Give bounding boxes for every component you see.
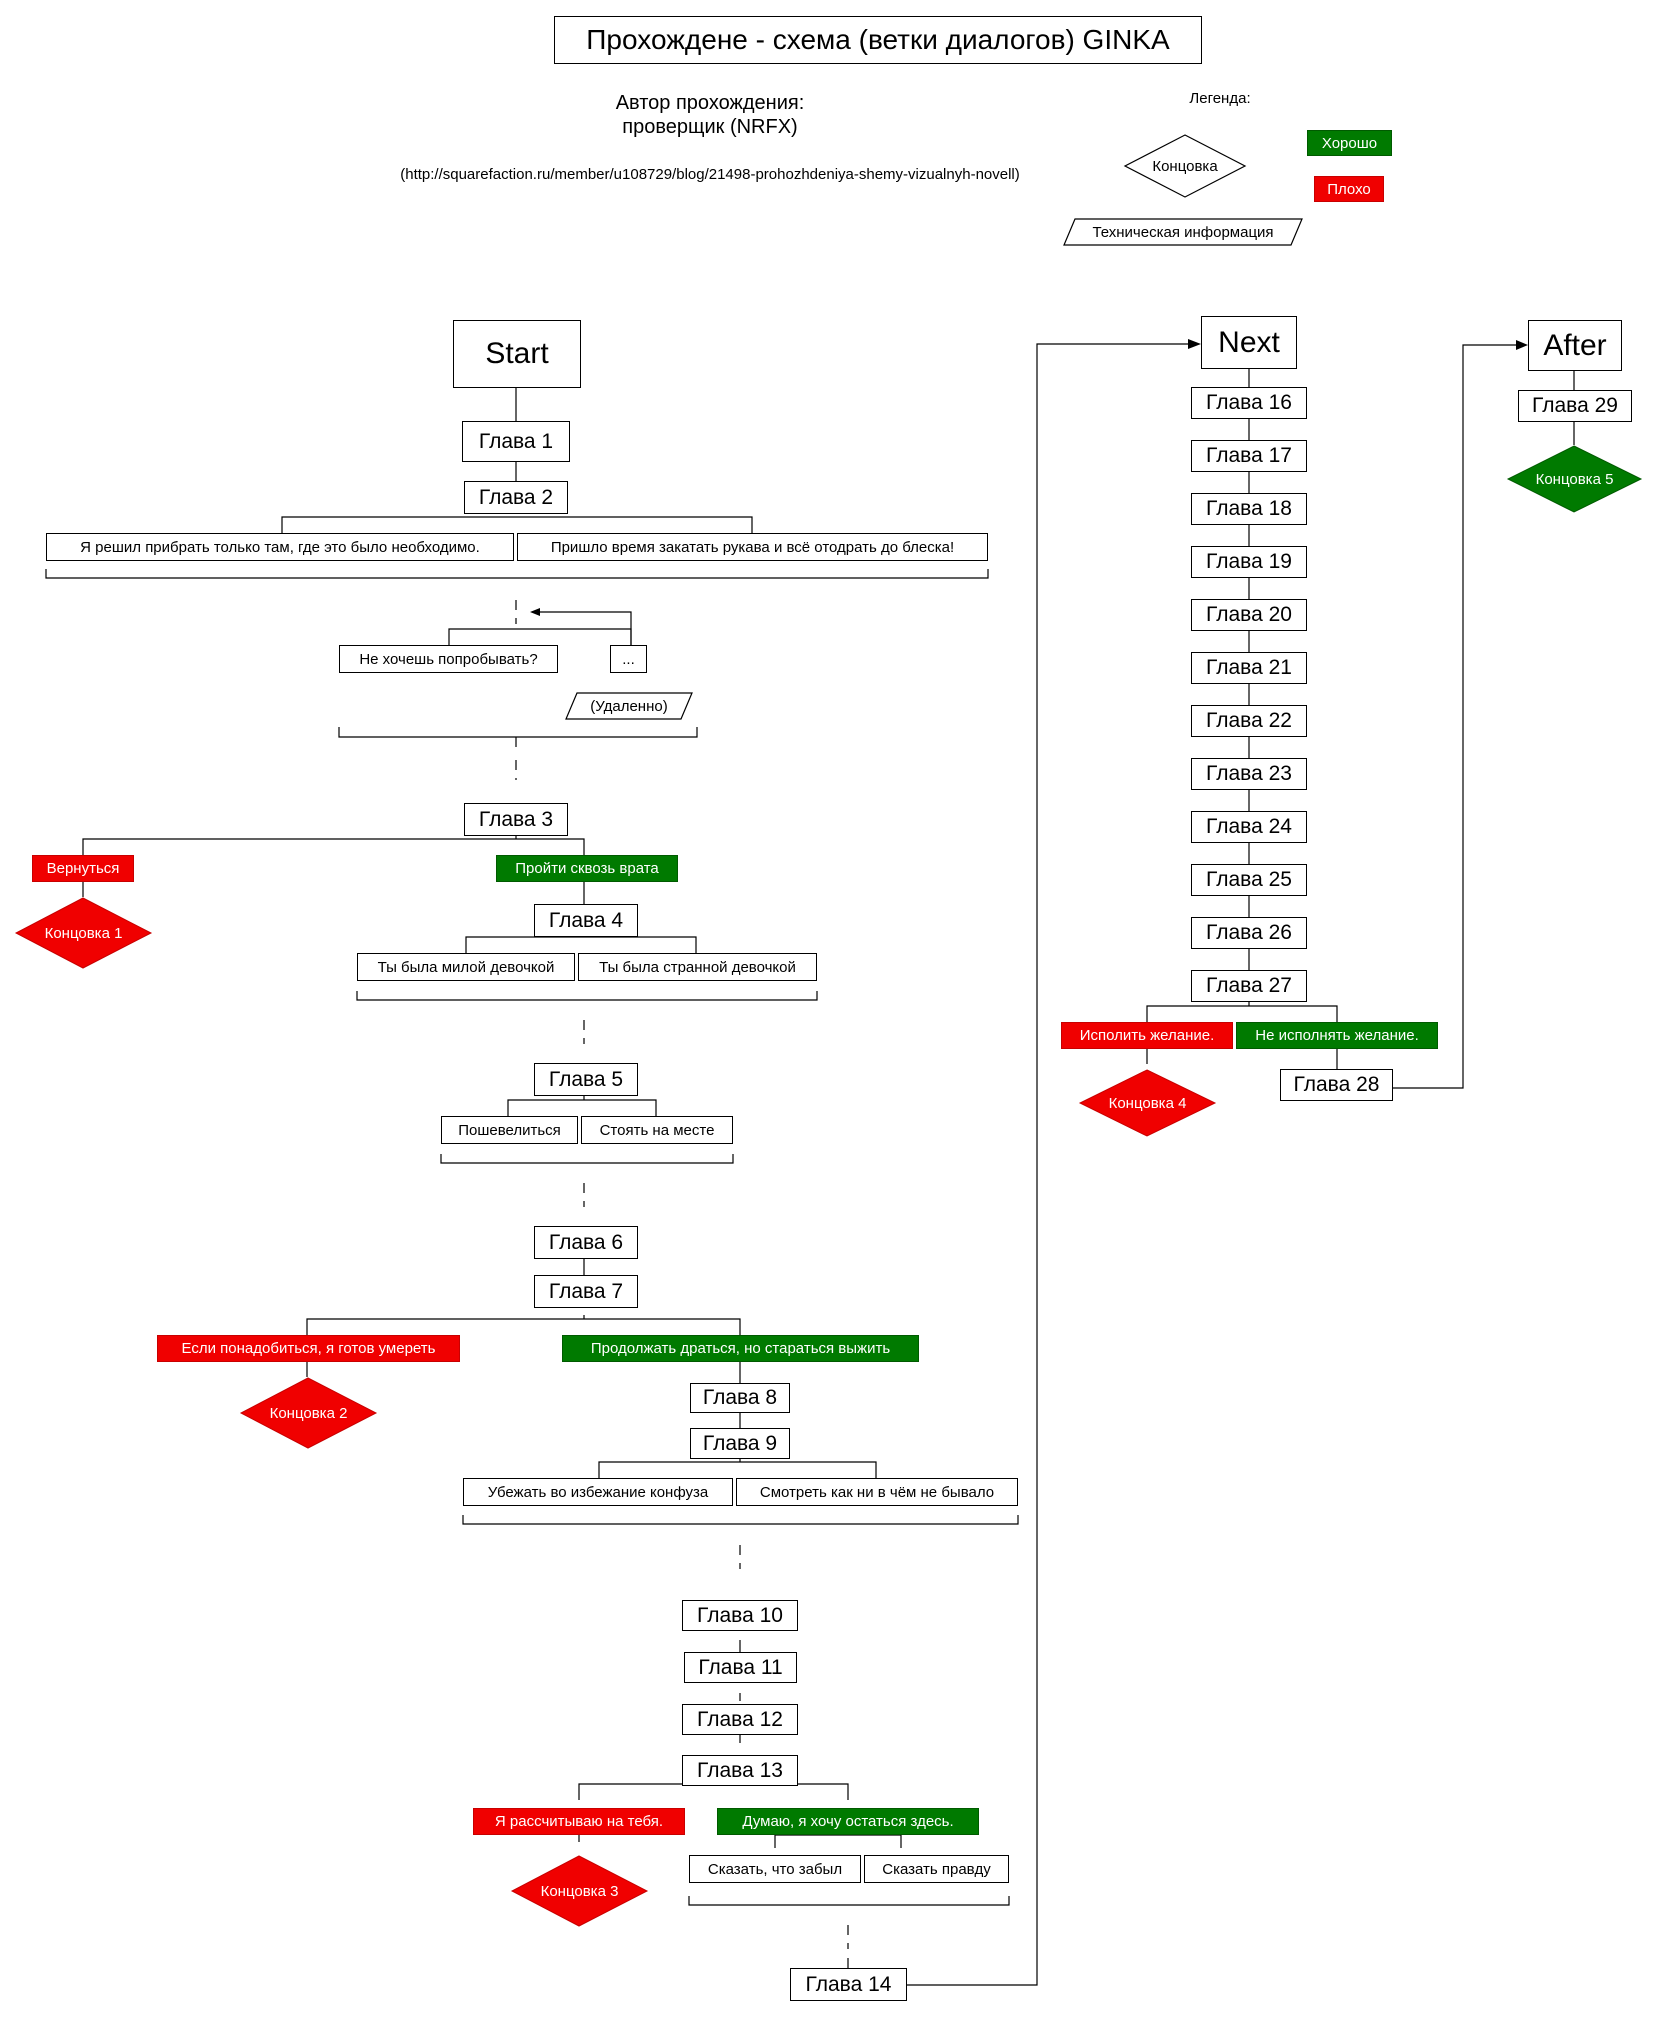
chapter-1: Глава 1 [462, 421, 570, 462]
source-url: (http://squarefaction.ru/member/u108729/… [400, 165, 1020, 183]
choice-ch9-a: Убежать во избежание конфуза [463, 1478, 733, 1506]
choice-ch2-a: Я решил прибрать только там, где это был… [46, 533, 514, 561]
choice-ch27-bad: Исполить желание. [1061, 1022, 1233, 1049]
author-info: Автор прохождения: проверщик (NRFX) [560, 88, 860, 142]
chapter-9: Глава 9 [690, 1428, 790, 1459]
choice-ch5-b: Стоять на месте [581, 1116, 733, 1144]
chapter-11: Глава 11 [684, 1652, 797, 1683]
next-node: Next [1201, 316, 1297, 369]
chapter-5: Глава 5 [534, 1063, 638, 1096]
chapter-13: Глава 13 [682, 1755, 798, 1786]
chapter-3: Глава 3 [464, 803, 568, 836]
after-node: After [1528, 320, 1622, 371]
ending-4: Концовка 4 [1078, 1069, 1217, 1137]
chapter-8: Глава 8 [690, 1383, 790, 1413]
chapter-27: Глава 27 [1191, 970, 1307, 1002]
chapter-23: Глава 23 [1191, 758, 1307, 790]
choice-ch2-c: Не хочешь попробывать? [339, 645, 558, 673]
legend-good: Хорошо [1307, 130, 1392, 156]
choice-ch13-bad: Я рассчитываю на тебя. [473, 1808, 685, 1835]
choice-ch4-a: Ты была милой девочкой [357, 953, 575, 981]
chapter-17: Глава 17 [1191, 440, 1307, 472]
ending-3: Концовка 3 [510, 1855, 649, 1927]
choice-ch7-good: Продолжать драться, но стараться выжить [562, 1335, 919, 1362]
chapter-10: Глава 10 [682, 1600, 798, 1631]
choice-ch5-a: Пошевелиться [441, 1116, 578, 1144]
chapter-26: Глава 26 [1191, 917, 1307, 949]
chapter-19: Глава 19 [1191, 546, 1307, 578]
choice-ch13-a: Сказать, что забыл [689, 1855, 861, 1883]
choice-ch9-b: Смотреть как ни в чём не бывало [736, 1478, 1018, 1506]
choice-ch3-bad: Вернуться [32, 855, 134, 882]
start-node: Start [453, 320, 581, 388]
choice-ch4-b: Ты была странной девочкой [578, 953, 817, 981]
chapter-24: Глава 24 [1191, 811, 1307, 843]
chapter-14: Глава 14 [790, 1968, 907, 2001]
legend-bad: Плохо [1314, 176, 1384, 202]
choice-ch2-d: ... [610, 645, 647, 673]
author-label: Автор прохождения: [615, 92, 805, 114]
chapter-2: Глава 2 [464, 481, 568, 514]
legend-ending-diamond: Концовка [1123, 134, 1247, 198]
choice-ch27-good: Не исполнять желание. [1236, 1022, 1438, 1049]
choice-ch3-good: Пройти сквозь врата [496, 855, 678, 882]
chapter-21: Глава 21 [1191, 652, 1307, 684]
legend-tech-info: Техническая информация [1063, 218, 1303, 246]
ending-2: Концовка 2 [239, 1377, 378, 1449]
chapter-12: Глава 12 [682, 1704, 798, 1735]
chapter-7: Глава 7 [534, 1275, 638, 1308]
chapter-25: Глава 25 [1191, 864, 1307, 896]
chapter-28: Глава 28 [1280, 1069, 1393, 1101]
chapter-29: Глава 29 [1518, 390, 1632, 422]
ending-1: Концовка 1 [14, 897, 153, 969]
choice-ch13-good: Думаю, я хочу остаться здесь. [717, 1808, 979, 1835]
legend-title: Легенда: [1189, 89, 1251, 107]
choice-ch13-b: Сказать правду [864, 1855, 1009, 1883]
ending-5: Концовка 5 [1506, 445, 1643, 513]
chapter-4: Глава 4 [534, 904, 638, 937]
chapter-6: Глава 6 [534, 1226, 638, 1259]
chapter-18: Глава 18 [1191, 493, 1307, 525]
choice-ch7-bad: Если понадобиться, я готов умереть [157, 1335, 460, 1362]
removed-note: (Удаленно) [565, 692, 693, 720]
chapter-22: Глава 22 [1191, 705, 1307, 737]
chapter-20: Глава 20 [1191, 599, 1307, 631]
page-title: Прохождене - схема (ветки диалогов) GINK… [554, 16, 1202, 64]
author-name: проверщик (NRFX) [622, 116, 798, 138]
choice-ch2-b: Пришло время закатать рукава и всё отодр… [517, 533, 988, 561]
chapter-16: Глава 16 [1191, 387, 1307, 419]
